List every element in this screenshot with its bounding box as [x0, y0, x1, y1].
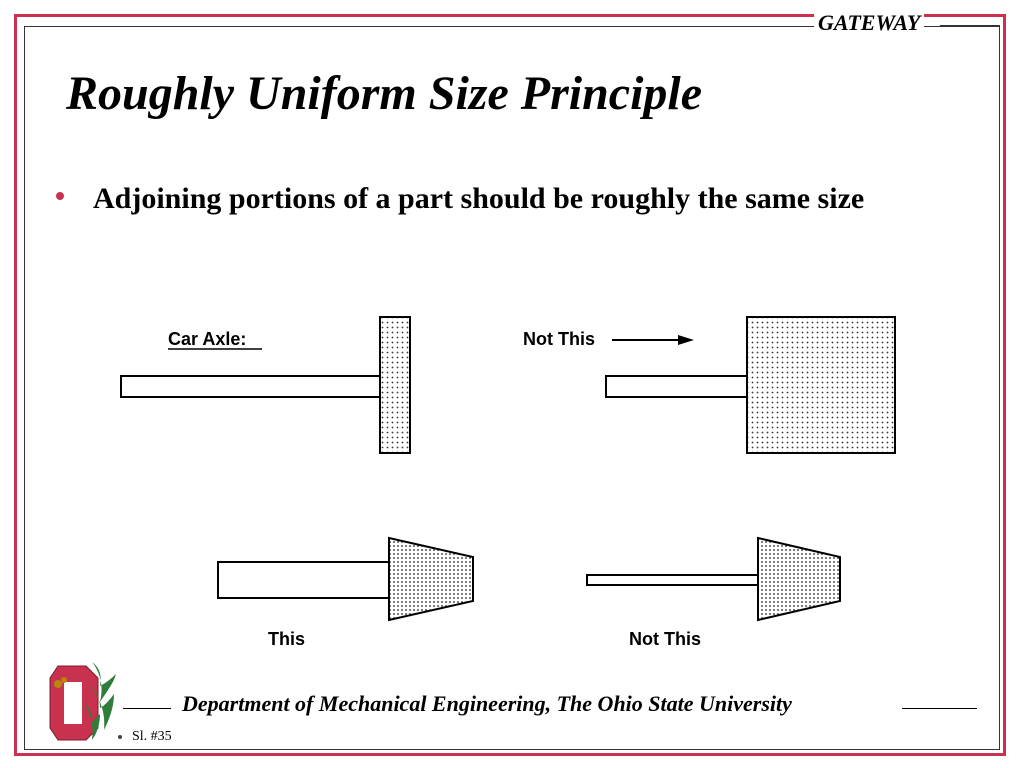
- car-axle-label: Car Axle:: [168, 329, 246, 349]
- slide-frame-outer: [14, 14, 1006, 756]
- not-this-top-shaft: [605, 375, 749, 398]
- ohio-state-logo: [49, 662, 116, 741]
- footer-rule-right: [902, 708, 977, 709]
- car-axle-figure: Car Axle:: [120, 316, 411, 454]
- footer-rule-left: [123, 708, 171, 709]
- not-this-top-block: [746, 316, 896, 454]
- this-shaft: [217, 561, 391, 599]
- not-this-bottom-shaft: [586, 574, 760, 586]
- footer-department: Department of Mechanical Engineering, Th…: [182, 691, 792, 716]
- not-this-top-figure: Not This: [523, 316, 896, 454]
- car-axle-wheel: [379, 316, 411, 454]
- not-this-bottom-label: Not This: [629, 629, 701, 649]
- slide-frame-inner: [24, 26, 1000, 750]
- slide-title: Roughly Uniform Size Principle: [66, 67, 703, 120]
- this-label: This: [268, 629, 305, 649]
- slide-number: Sl. #35: [132, 729, 172, 744]
- bullet-text: Adjoining portions of a part should be r…: [93, 182, 865, 215]
- gateway-rule: [940, 25, 1000, 26]
- not-this-bottom-figure: Not This: [586, 536, 841, 649]
- gateway-label: GATEWAY: [814, 10, 925, 36]
- bullet-marker: [56, 192, 64, 200]
- car-axle-shaft: [120, 375, 382, 398]
- not-this-top-label: Not This: [523, 329, 595, 349]
- not-this-arrow-head: [678, 335, 694, 345]
- not-this-bottom-cone: [757, 536, 841, 622]
- this-cone: [388, 536, 474, 622]
- this-figure: This: [217, 536, 474, 649]
- slide-number-marker: [118, 735, 122, 739]
